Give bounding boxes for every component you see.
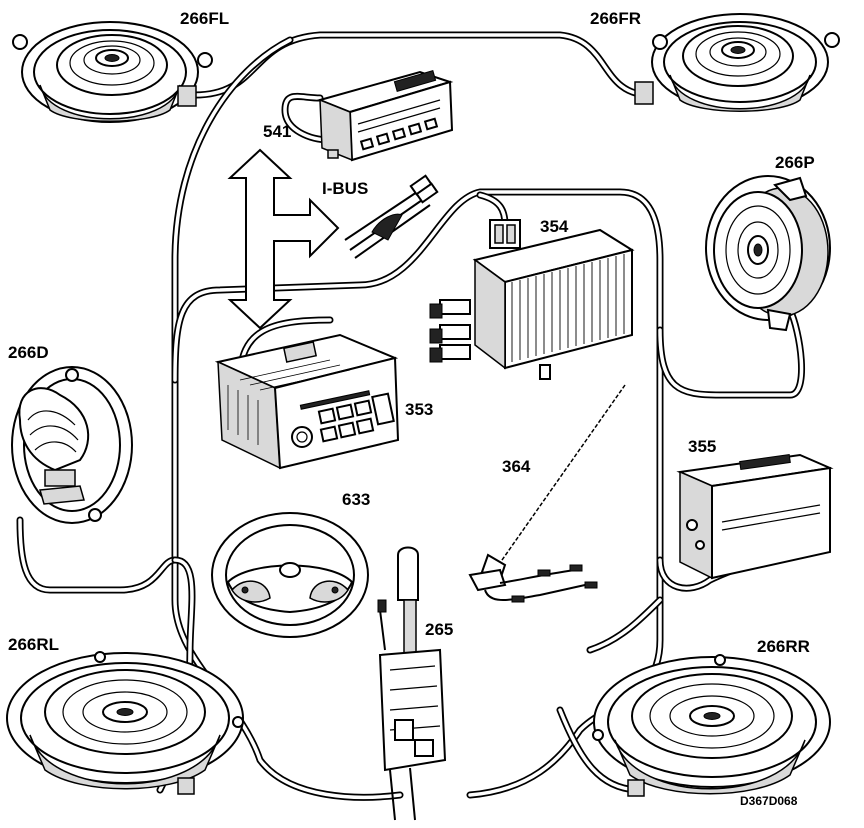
speaker-d: [11, 366, 133, 524]
display-unit: [316, 70, 454, 162]
speaker-front-right: [634, 13, 840, 112]
label-355: 355: [688, 437, 716, 456]
amplifier: [429, 219, 635, 380]
label-265: 265: [425, 620, 453, 639]
label-353: 353: [405, 400, 433, 419]
ibus-connector: [344, 174, 439, 259]
bus-arrow: [227, 148, 340, 330]
label-541: 541: [263, 122, 291, 141]
speaker-p: [705, 175, 831, 332]
radio-unit: [214, 333, 400, 470]
label-354: 354: [540, 217, 569, 236]
label-364: 364: [502, 457, 531, 476]
antenna-amplifier: [377, 546, 447, 821]
speaker-front-left: [12, 21, 213, 123]
label-266fl: 266FL: [180, 9, 229, 28]
steering-wheel: [211, 512, 369, 638]
drawing-code: D367D068: [740, 794, 798, 808]
label-ibus: I-BUS: [322, 179, 368, 198]
antenna: [468, 384, 626, 603]
label-266rr: 266RR: [757, 637, 810, 656]
speaker-rear-left: [6, 651, 244, 795]
label-266fr: 266FR: [590, 9, 641, 28]
label-633: 633: [342, 490, 370, 509]
label-266rl: 266RL: [8, 635, 59, 654]
label-266p: 266P: [775, 153, 815, 172]
label-266d: 266D: [8, 343, 49, 362]
cd-changer: [676, 453, 834, 580]
speaker-rear-right: [592, 654, 831, 797]
